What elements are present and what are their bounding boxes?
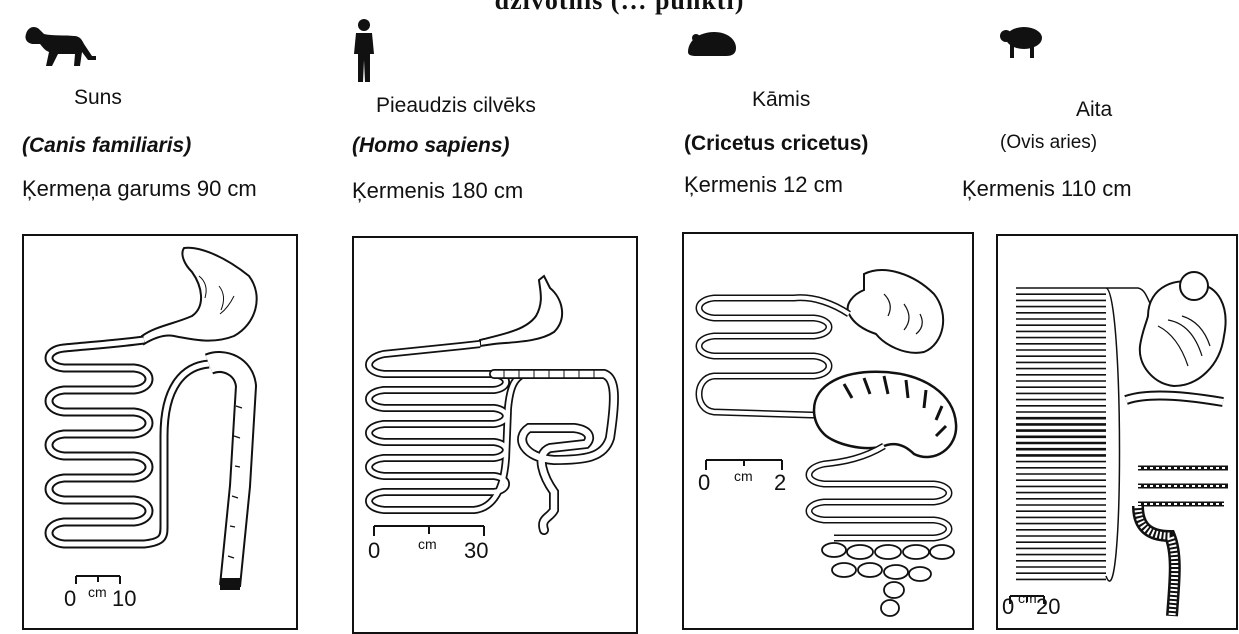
animal-latin-name: (Cricetus cricetus): [684, 132, 868, 156]
scale-unit: cm: [1018, 590, 1037, 606]
scale-start: 0: [698, 470, 710, 496]
scale-start: 0: [64, 586, 76, 612]
scale-end: 2: [774, 470, 786, 496]
scale-unit: cm: [734, 468, 753, 484]
animal-name: Suns: [74, 86, 122, 110]
sheep-silhouette-icon: [998, 24, 1044, 60]
animal-latin-name: (Homo sapiens): [352, 134, 510, 158]
animal-body-size: Ķermenis 180 cm: [352, 178, 523, 204]
scale-end: 10: [112, 586, 136, 612]
hamster-silhouette-icon: [686, 30, 738, 58]
animal-latin-name: (Canis familiaris): [22, 134, 191, 158]
human-silhouette-icon: [350, 18, 380, 84]
animal-name: Kāmis: [752, 88, 810, 112]
page-title: dzīvotnis (… punkti): [0, 0, 1239, 16]
human-digestive-diagram: 0 cm 30: [352, 236, 638, 634]
animal-body-size: Ķermeņa garums 90 cm: [22, 176, 257, 202]
scale-end: 20: [1036, 594, 1060, 620]
animal-body-size: Ķermenis 12 cm: [684, 172, 843, 198]
scale-end: 30: [464, 538, 488, 564]
hamster-digestive-diagram: 0 cm 2: [682, 232, 974, 630]
scale-start: 0: [1002, 594, 1014, 620]
sheep-digestive-diagram: 0 cm 20: [996, 234, 1238, 630]
animal-name: Pieaudzis cilvēks: [376, 94, 536, 118]
animal-name: Aita: [1076, 98, 1112, 122]
animal-body-size: Ķermenis 110 cm: [962, 176, 1132, 202]
dog-digestive-diagram: 0 cm 10: [22, 234, 298, 630]
scale-unit: cm: [88, 584, 107, 600]
dog-silhouette-icon: [22, 22, 100, 72]
animal-latin-name: (Ovis aries): [1000, 132, 1097, 154]
scale-unit: cm: [418, 536, 437, 552]
scale-start: 0: [368, 538, 380, 564]
